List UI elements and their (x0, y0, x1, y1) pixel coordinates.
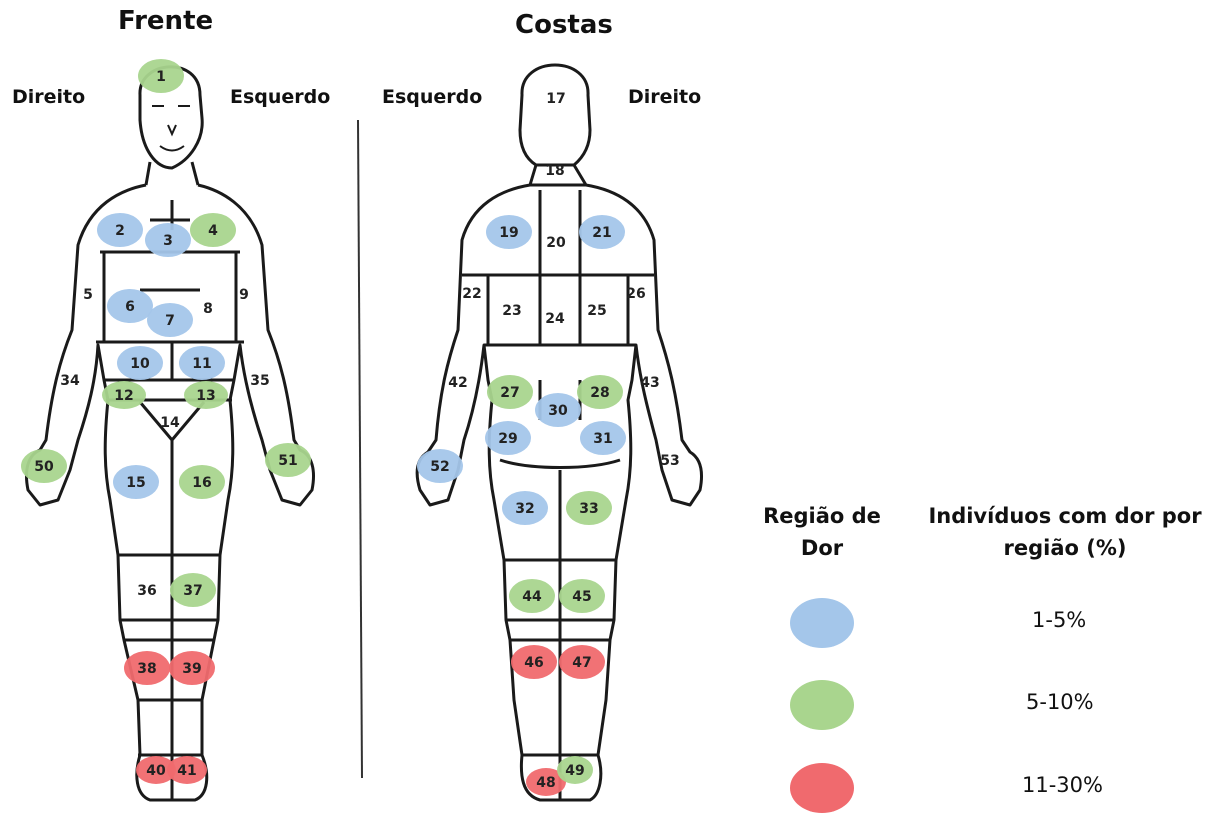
region-label-35: 35 (250, 373, 269, 389)
view-divider (358, 120, 362, 778)
region-label-16: 16 (192, 475, 211, 491)
region-label-50: 50 (34, 459, 54, 475)
region-label-10: 10 (130, 356, 150, 372)
front-face (152, 106, 190, 151)
region-label-8: 8 (203, 301, 213, 317)
region-label-48: 48 (536, 775, 555, 791)
region-label-41: 41 (177, 763, 196, 779)
region-label-43: 43 (640, 375, 659, 391)
legend-label-green: 5-10% (1026, 690, 1094, 714)
region-label-22: 22 (462, 286, 481, 302)
region-label-17: 17 (546, 91, 565, 107)
legend-swatch-red (790, 763, 854, 813)
region-label-21: 21 (592, 225, 611, 241)
region-label-6: 6 (125, 299, 135, 315)
region-label-45: 45 (572, 589, 591, 605)
region-label-53: 53 (660, 453, 679, 469)
region-label-13: 13 (196, 388, 215, 404)
region-label-5: 5 (83, 287, 93, 303)
region-label-11: 11 (192, 356, 211, 372)
region-label-4: 4 (208, 223, 218, 239)
region-label-36: 36 (137, 583, 156, 599)
region-label-14: 14 (160, 415, 180, 431)
legend-label-blue: 1-5% (1032, 608, 1086, 632)
region-label-18: 18 (545, 163, 564, 179)
region-label-30: 30 (548, 403, 568, 419)
region-label-31: 31 (593, 431, 612, 447)
region-label-40: 40 (146, 763, 166, 779)
legend-swatch-blue (790, 598, 854, 648)
front-body-outline (27, 67, 314, 800)
legend-header-region: Região de Dor (758, 500, 886, 564)
region-label-38: 38 (137, 661, 156, 677)
region-label-42: 42 (448, 375, 467, 391)
legend-swatch-green (790, 680, 854, 730)
region-label-19: 19 (499, 225, 518, 241)
region-label-28: 28 (590, 385, 609, 401)
region-label-51: 51 (278, 453, 297, 469)
region-label-46: 46 (524, 655, 543, 671)
region-label-3: 3 (163, 233, 173, 249)
region-label-33: 33 (579, 501, 598, 517)
region-label-20: 20 (546, 235, 566, 251)
region-label-23: 23 (502, 303, 521, 319)
legend-label-red: 11-30% (1022, 773, 1103, 797)
region-label-34: 34 (60, 373, 80, 389)
region-label-44: 44 (522, 589, 542, 605)
region-label-1: 1 (156, 69, 166, 85)
region-label-49: 49 (565, 763, 584, 779)
region-label-29: 29 (498, 431, 517, 447)
region-label-32: 32 (515, 501, 534, 517)
legend-header-percent: Indivíduos com dor por região (%) (925, 500, 1205, 564)
region-label-12: 12 (114, 388, 133, 404)
region-label-7: 7 (165, 313, 175, 329)
region-label-15: 15 (126, 475, 145, 491)
region-label-26: 26 (626, 286, 645, 302)
region-label-2: 2 (115, 223, 125, 239)
region-label-9: 9 (239, 287, 249, 303)
region-label-47: 47 (572, 655, 591, 671)
region-label-39: 39 (182, 661, 201, 677)
region-label-24: 24 (545, 311, 565, 327)
region-label-52: 52 (430, 459, 449, 475)
region-label-37: 37 (183, 583, 202, 599)
region-label-25: 25 (587, 303, 606, 319)
region-label-27: 27 (500, 385, 519, 401)
